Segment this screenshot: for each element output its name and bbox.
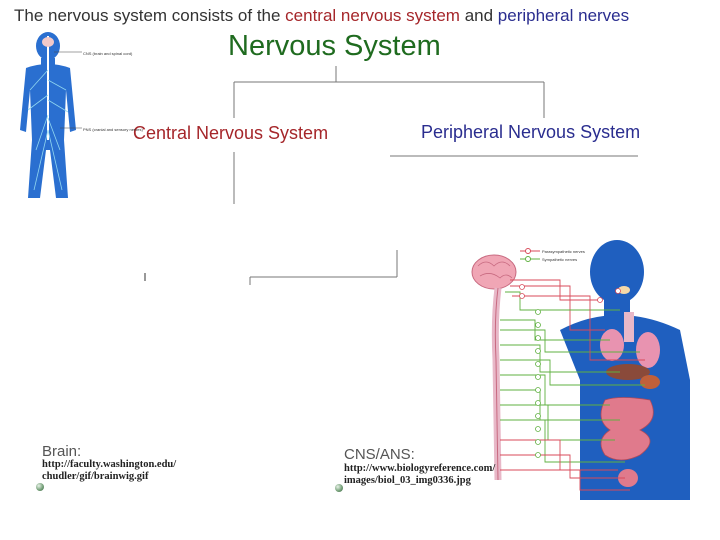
heading-middle: and [459,6,498,25]
heading-pns-term: peripheral nerves [497,6,630,25]
ans-url-line2: images/biol_03_img0336.jpg [344,475,471,486]
ans-bullet-icon [335,484,343,492]
ans-url-line1: http://www.biologyreference.com/ [344,463,496,474]
ans-source-label: CNS/ANS: [344,446,415,463]
slide-heading: The nervous system consists of the centr… [14,6,629,26]
body-label-cns: CNS (brain and spinal cord) [83,51,133,56]
peripheral-nervous-system-label: Peripheral Nervous System [421,122,641,142]
brain-url-line1: http://faculty.washington.edu/ [42,459,177,470]
diagram-title: Nervous System [228,30,441,62]
brain-source-url[interactable]: http://faculty.washington.edu/ chudler/g… [42,459,176,483]
ans-source-url[interactable]: http://www.biologyreference.com/ images/… [344,463,495,487]
central-nervous-system-label: Central Nervous System [133,123,329,143]
heading-prefix: The nervous system consists of the [14,6,286,25]
brain-bullet-icon [36,483,44,491]
body-silhouette [20,32,76,198]
brain-source-label: Brain: [42,443,82,460]
brain-url-line2: chudler/gif/brainwig.gif [42,471,149,482]
body-label-pns: PNS (cranial and sensory nerves) [83,127,143,132]
legend-parasympathetic: Parasympathetic nerves [542,249,585,254]
legend-sympathetic: Sympathetic nerves [542,257,577,262]
heading-cns-term: central nervous system [285,6,460,25]
